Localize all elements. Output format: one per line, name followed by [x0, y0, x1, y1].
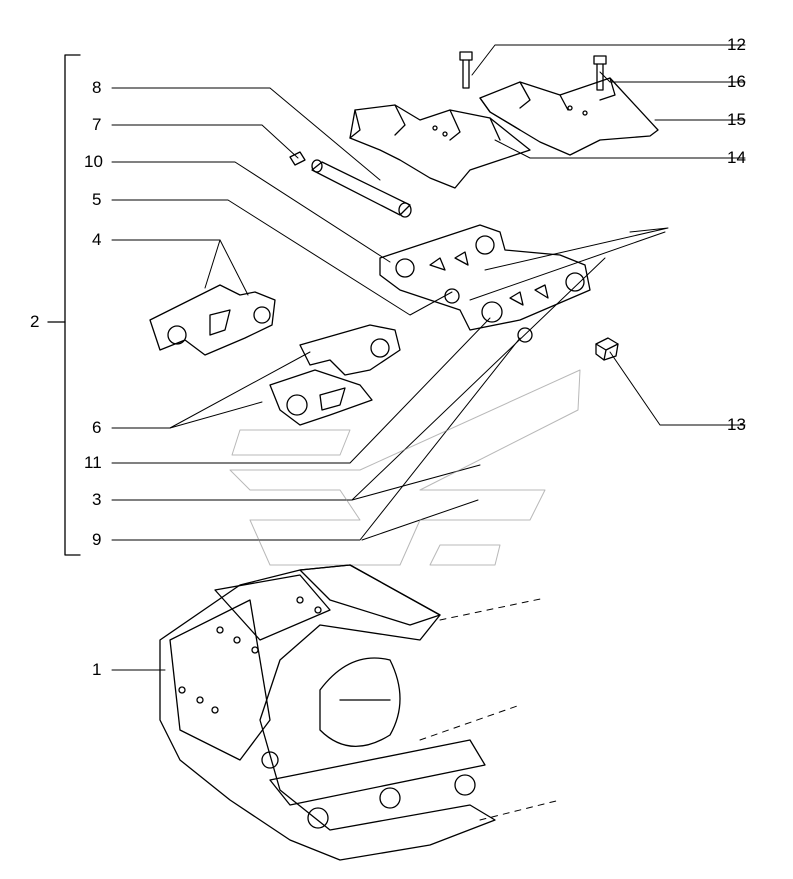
- assembly-bracket: [47, 54, 81, 556]
- callout-6: 6: [92, 418, 102, 437]
- leader-4b: [219, 239, 249, 296]
- callout-13: 13: [727, 415, 746, 434]
- leader-6b: [169, 401, 263, 429]
- leader-10b: [484, 227, 669, 271]
- callout-11: 11: [84, 453, 102, 472]
- callout-1: 1: [92, 660, 102, 679]
- callout-12: 12: [727, 35, 746, 54]
- track-assembly-1: [159, 564, 496, 861]
- leader-4: [111, 239, 221, 289]
- leader-14: [494, 139, 746, 159]
- callout-9: 9: [92, 530, 102, 549]
- callout-7: 7: [92, 115, 102, 134]
- track-shoe-14: [349, 104, 531, 189]
- bolt-16: [593, 55, 607, 91]
- leader-11: [111, 317, 491, 464]
- leader-10c: [469, 231, 666, 301]
- track-links-4: [149, 284, 276, 356]
- pin-7: [289, 151, 306, 166]
- callout-8: 8: [92, 78, 102, 97]
- link-assembly: [379, 224, 591, 343]
- leader-16: [599, 71, 746, 83]
- watermark: [229, 369, 581, 566]
- track-shoe-15: [479, 77, 659, 156]
- leader-5: [111, 199, 453, 316]
- callout-14: 14: [727, 148, 746, 167]
- bolt-12: [459, 51, 473, 89]
- track-links-6: [269, 324, 401, 426]
- leader-8: [111, 87, 381, 181]
- construction-lines: [419, 597, 561, 821]
- callout-16: 16: [727, 72, 746, 91]
- callout-4: 4: [92, 230, 102, 249]
- callout-3: 3: [92, 490, 102, 509]
- leader-3: [111, 257, 606, 501]
- callout-2: 2: [30, 312, 40, 331]
- leader-7: [111, 124, 299, 159]
- leader-10: [111, 161, 391, 263]
- leader-13: [609, 351, 746, 426]
- callout-5: 5: [92, 190, 102, 209]
- pin-8: [311, 159, 412, 218]
- callout-10: 10: [84, 152, 103, 171]
- callout-15: 15: [727, 110, 746, 129]
- leader-9: [111, 337, 521, 541]
- leader-3b: [351, 464, 481, 501]
- leader-12: [471, 44, 746, 76]
- leader-lines: [111, 44, 746, 671]
- nut-13: [595, 337, 619, 361]
